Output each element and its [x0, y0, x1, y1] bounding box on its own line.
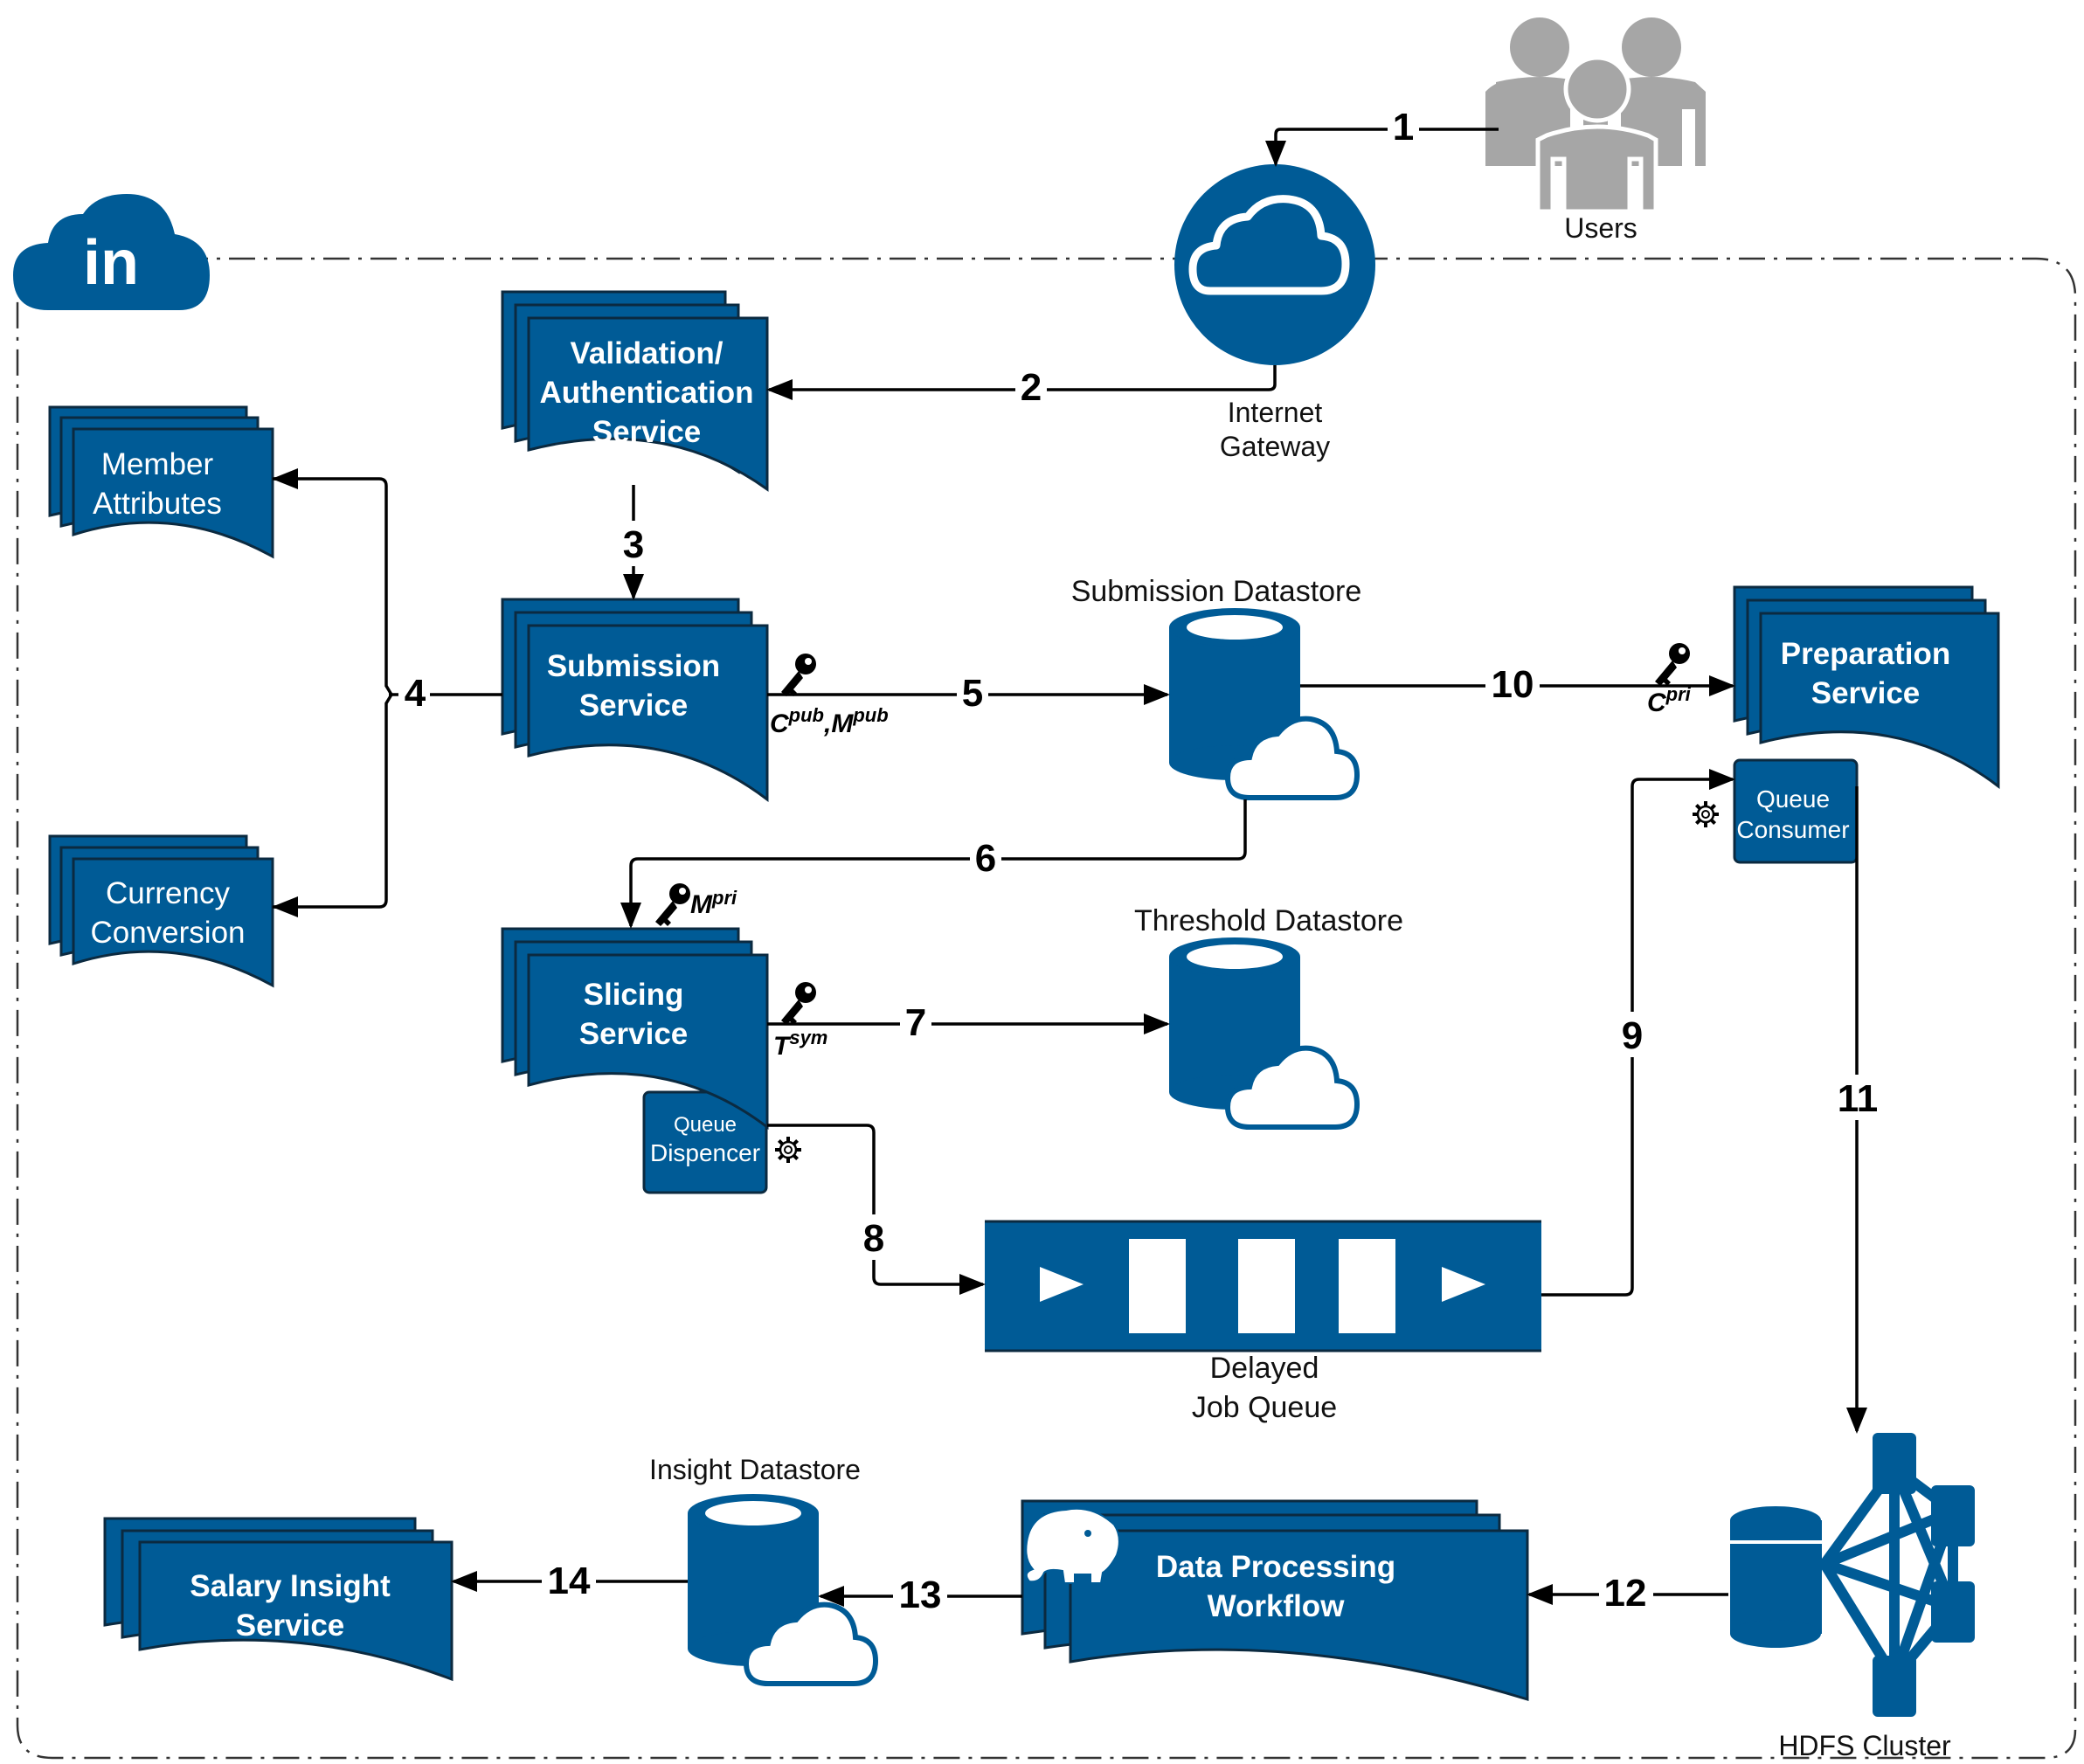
threshold-datastore-icon — [1169, 937, 1360, 1130]
delayed-job-queue-icon — [985, 1220, 1541, 1352]
insight-datastore-icon — [688, 1494, 879, 1686]
queue-consumer-line2: Consumer — [1736, 816, 1849, 843]
preparation-service-line1: Preparation — [1781, 637, 1951, 671]
submission-service-stack[interactable] — [501, 598, 769, 803]
hadoop-elephant-icon — [1025, 1507, 1120, 1584]
insight-datastore-label: Insight Datastore — [649, 1454, 861, 1485]
flow-4-bracket — [273, 477, 394, 909]
users-icon — [1485, 17, 1706, 214]
member-attributes-line1: Member — [101, 447, 214, 481]
slicing-service-line2: Service — [579, 1017, 689, 1051]
submission-key-icon — [781, 654, 816, 696]
validation-service-line3: Service — [592, 415, 702, 449]
gateway-label-line2: Gateway — [1220, 431, 1330, 462]
step-11: 11 — [1838, 1077, 1879, 1120]
step-8: 8 — [863, 1217, 884, 1260]
salary-insight-line2: Service — [236, 1608, 345, 1643]
linkedin-boundary — [16, 257, 2077, 1760]
queue-label-line1: Delayed — [1210, 1352, 1319, 1385]
gateway-label-line1: Internet — [1228, 397, 1323, 428]
flow-8-line — [767, 1124, 986, 1295]
dispencer-gear-icon — [773, 1135, 803, 1165]
currency-conversion-line1: Currency — [106, 876, 230, 910]
slicing-output-key-icon — [781, 982, 816, 1025]
data-processing-line2: Workflow — [1208, 1589, 1346, 1623]
hdfs-cluster-label: HDFS Cluster — [1778, 1730, 1951, 1761]
linkedin-logo-text: in — [83, 228, 139, 298]
salary-insight-stack[interactable] — [103, 1517, 453, 1682]
step-4: 4 — [405, 672, 426, 715]
connectors — [272, 128, 1867, 1607]
submission-service-line2: Service — [579, 688, 689, 723]
flow-6-line — [620, 799, 1247, 929]
step-7: 7 — [905, 1001, 926, 1044]
cloud-gateway-icon — [1174, 164, 1375, 365]
flow-1-line — [1265, 128, 1499, 167]
validation-service-line2: Authentication — [540, 376, 754, 410]
slicing-input-key-label: Mpri — [690, 887, 737, 919]
submission-datastore-label: Submission Datastore — [1071, 575, 1362, 608]
data-processing-line1: Data Processing — [1156, 1550, 1395, 1584]
consumer-gear-icon — [1691, 799, 1721, 829]
preparation-service-stack[interactable] — [1733, 585, 2000, 864]
step-5: 5 — [962, 672, 983, 715]
step-6: 6 — [975, 837, 996, 880]
queue-dispencer-line2: Dispencer — [650, 1139, 760, 1166]
submission-datastore-icon — [1169, 608, 1360, 800]
submission-key-label: Cpub,Mpub — [770, 704, 889, 738]
step-3: 3 — [623, 523, 644, 566]
step-12: 12 — [1604, 1572, 1647, 1615]
step-9: 9 — [1622, 1014, 1643, 1057]
users-label: Users — [1564, 212, 1637, 244]
slicing-output-key-label: Tsym — [773, 1027, 827, 1061]
validation-service-stack[interactable] — [501, 290, 769, 492]
member-attributes-stack[interactable] — [48, 405, 274, 559]
slicing-input-key-icon — [655, 883, 690, 926]
salary-insight-line1: Salary Insight — [190, 1569, 391, 1603]
currency-conversion-line2: Conversion — [90, 916, 245, 950]
step-2: 2 — [1021, 366, 1042, 409]
submission-service-line1: Submission — [547, 649, 720, 683]
step-labels: 1 2 3 4 5 6 7 8 9 10 11 12 13 14 — [398, 103, 1885, 1616]
data-processing-stack[interactable] — [1021, 1499, 1529, 1702]
preparation-key-icon — [1655, 643, 1690, 686]
linkedin-cloud-icon: in — [13, 194, 210, 310]
hdfs-cluster-icon — [1730, 1433, 1975, 1717]
validation-service-line1: Validation/ — [570, 336, 723, 370]
slicing-service-stack[interactable] — [501, 927, 769, 1194]
threshold-datastore-label: Threshold Datastore — [1134, 904, 1403, 937]
member-attributes-line2: Attributes — [93, 487, 222, 521]
step-14: 14 — [548, 1560, 591, 1602]
flow-2-line — [766, 365, 1277, 400]
queue-label-line2: Job Queue — [1192, 1391, 1337, 1424]
step-10: 10 — [1492, 663, 1534, 706]
preparation-key-label: Cpri — [1647, 683, 1692, 717]
currency-conversion-stack[interactable] — [48, 834, 274, 988]
step-13: 13 — [899, 1574, 942, 1616]
queue-consumer-line1: Queue — [1756, 785, 1830, 813]
preparation-service-line2: Service — [1811, 676, 1921, 710]
step-1: 1 — [1393, 106, 1414, 149]
queue-dispencer-line1: Queue — [674, 1113, 737, 1137]
slicing-service-line1: Slicing — [584, 978, 684, 1012]
